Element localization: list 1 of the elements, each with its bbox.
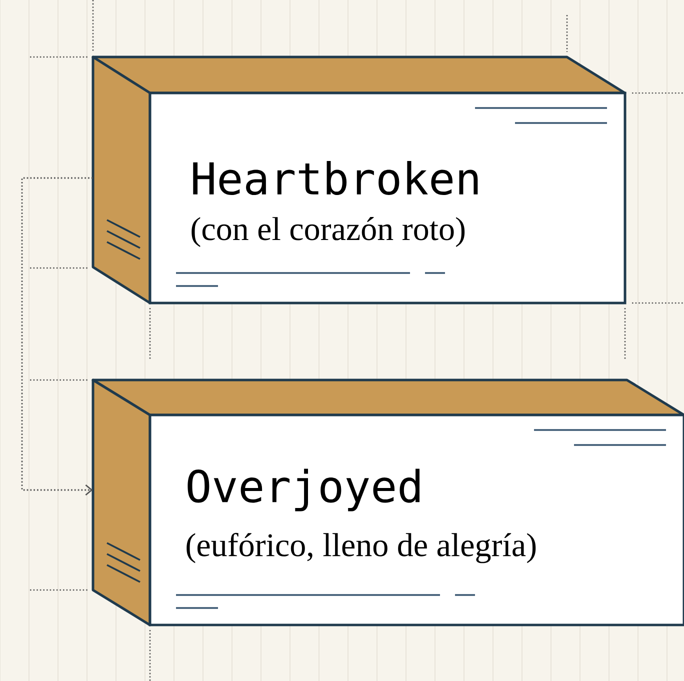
connector-arrow [21, 177, 93, 496]
